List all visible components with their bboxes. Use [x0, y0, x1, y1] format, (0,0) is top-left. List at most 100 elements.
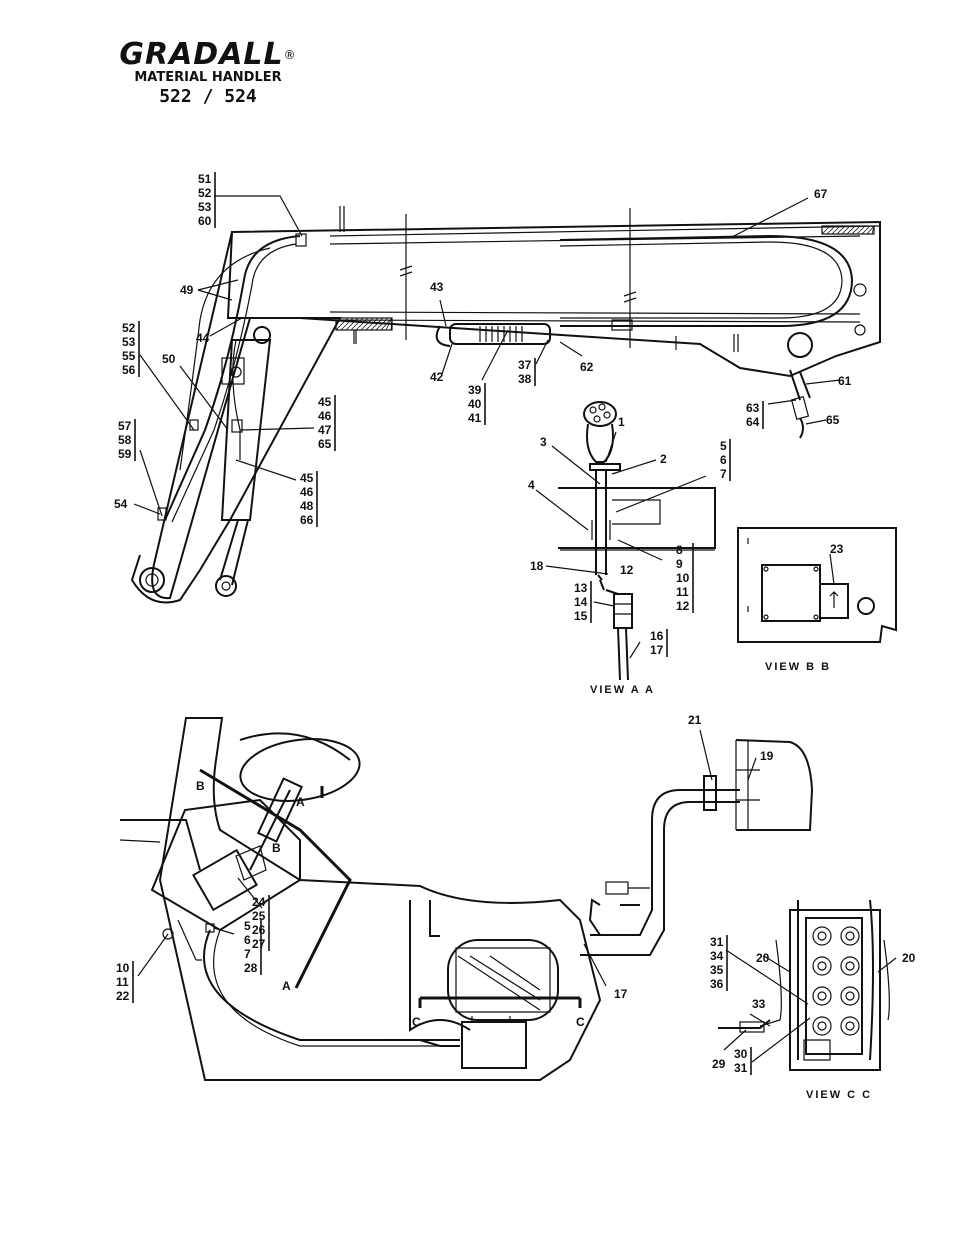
- hatch-line: [365, 317, 379, 331]
- hatch-line: [841, 225, 851, 235]
- view-bb-panel: [737, 527, 897, 643]
- callout-number: 50: [162, 352, 176, 366]
- hatch-line: [375, 317, 389, 331]
- callout-number: 6: [244, 933, 251, 947]
- callout-number: 38: [518, 372, 532, 386]
- callout-number: 16: [650, 629, 664, 643]
- callout-number: 66: [300, 513, 314, 527]
- hatch-line: [355, 317, 369, 331]
- callout-number: 33: [752, 997, 766, 1011]
- brand-name: GRADALL®: [119, 37, 297, 72]
- callout-number: 24: [252, 895, 266, 909]
- callout-number: 49: [180, 283, 194, 297]
- hatch-line: [866, 225, 875, 235]
- callout-number: 13: [574, 581, 588, 595]
- valve-spool-center: [817, 1021, 827, 1031]
- callout-number: 60: [198, 214, 212, 228]
- callout-number: 17: [650, 643, 664, 657]
- hatch-line: [370, 317, 384, 331]
- section-c-right: C: [576, 1015, 585, 1029]
- callout-number: 14: [574, 595, 588, 609]
- section-c-left: C: [412, 1015, 421, 1029]
- callout-number: 26: [252, 923, 266, 937]
- valve-spool: [840, 926, 860, 946]
- callout-number: 46: [318, 409, 332, 423]
- callout-number: 39: [468, 383, 482, 397]
- view-bb-title: VIEW B B: [765, 661, 831, 673]
- callout-number: 11: [676, 585, 689, 599]
- callout-number: 35: [710, 963, 724, 977]
- hatch-line: [335, 317, 349, 331]
- leader-lines: [133, 195, 897, 1063]
- callout-number: 23: [830, 542, 844, 556]
- hatch-line: [861, 225, 871, 235]
- callout-number: 1: [618, 415, 625, 429]
- callout-number: 31: [734, 1061, 748, 1075]
- callout-number: 47: [318, 423, 332, 437]
- valve-spool-center: [845, 931, 855, 941]
- callout-number: 17: [614, 987, 628, 1001]
- valve-spool-center: [845, 961, 855, 971]
- callout-number: 12: [620, 563, 634, 577]
- callout-number: 20: [756, 951, 770, 965]
- hatch-line: [345, 317, 359, 331]
- view-aa-title: VIEW A A: [590, 684, 655, 696]
- callout-number: 10: [676, 571, 690, 585]
- hatch-line: [390, 317, 393, 331]
- valve-spool: [812, 986, 832, 1006]
- callout-number: 34: [710, 949, 724, 963]
- view-aa-control-handle: [558, 401, 716, 681]
- callout-number: 25: [252, 909, 266, 923]
- callout-number: 29: [712, 1057, 726, 1071]
- gradall-logo: GRADALL® MATERIAL HANDLER 522 / 524: [108, 40, 308, 108]
- callout-number: 52: [122, 321, 136, 335]
- callout-number: 65: [318, 437, 332, 451]
- callout-number: 51: [198, 172, 212, 186]
- hatch-line: [360, 317, 374, 331]
- callout-number: 8: [676, 543, 683, 557]
- valve-spool-center: [817, 961, 827, 971]
- callout-number: 59: [118, 447, 132, 461]
- callout-number: 31: [710, 935, 724, 949]
- hatch-line: [851, 225, 861, 235]
- hatch-line: [836, 225, 846, 235]
- valve-spool: [840, 986, 860, 1006]
- callout-number: 53: [198, 200, 212, 214]
- hatch-line: [340, 317, 354, 331]
- callout-number: 48: [300, 499, 314, 513]
- view-cc-valve-bank: [718, 899, 890, 1071]
- brand-subtitle: MATERIAL HANDLER: [134, 70, 282, 85]
- callout-number: 4: [528, 478, 535, 492]
- callout-number: 30: [734, 1047, 748, 1061]
- callout-number: 61: [838, 374, 852, 388]
- callout-number: 7: [720, 467, 727, 481]
- callout-number: 27: [252, 937, 266, 951]
- section-b-upper: B: [196, 779, 205, 793]
- callout-number: 5: [720, 439, 727, 453]
- callout-number: 5: [244, 919, 251, 933]
- hatch-line: [856, 225, 866, 235]
- hatch-line: [385, 317, 393, 331]
- hatch-line: [380, 317, 393, 331]
- valve-spool: [812, 1016, 832, 1036]
- view-cc-title: VIEW C C: [806, 1089, 872, 1101]
- callout-number: 54: [114, 497, 128, 511]
- callout-number: 7: [244, 947, 251, 961]
- valve-spool-center: [845, 1021, 855, 1031]
- hatch-line: [350, 317, 364, 331]
- callout-number: 21: [688, 713, 702, 727]
- callout-number: 20: [902, 951, 916, 965]
- callout-number: 53: [122, 335, 136, 349]
- valve-spool: [840, 956, 860, 976]
- model-number: 522 / 524: [159, 86, 257, 107]
- callout-number: 44: [196, 331, 210, 345]
- valve-spool-center: [845, 991, 855, 1001]
- callout-number: 6: [720, 453, 727, 467]
- section-a-lower: A: [282, 979, 291, 993]
- valve-spool: [840, 1016, 860, 1036]
- callout-number: 40: [468, 397, 482, 411]
- callout-number: 28: [244, 961, 258, 975]
- callout-number: 56: [122, 363, 136, 377]
